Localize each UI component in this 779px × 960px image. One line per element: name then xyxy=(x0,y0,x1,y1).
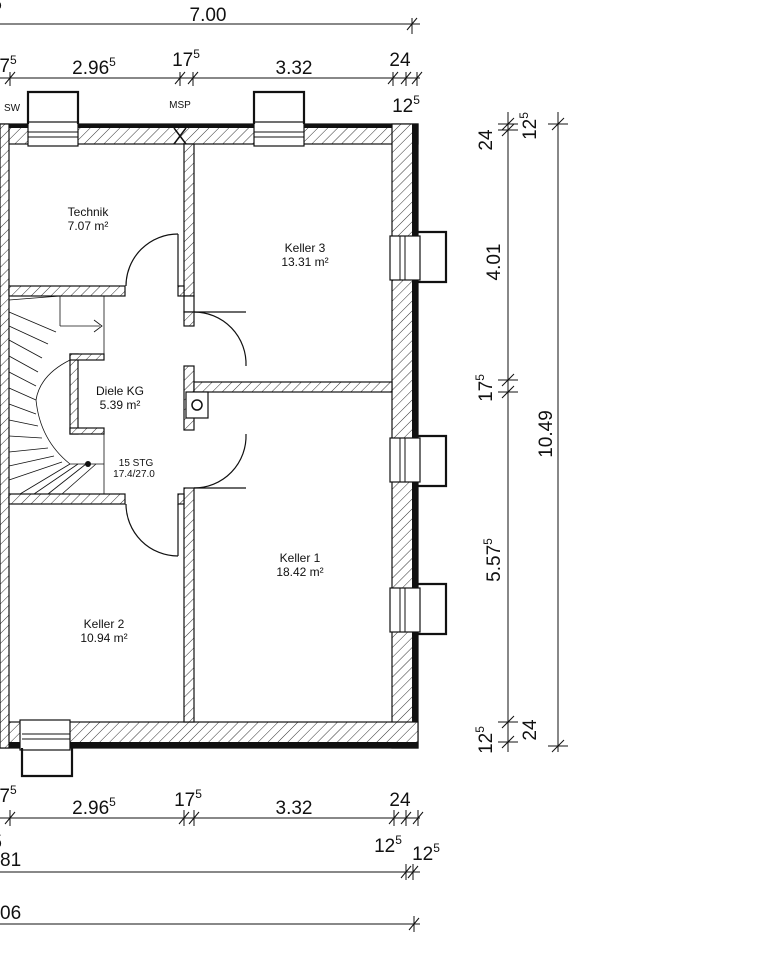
dim-top-overall: 7.00 xyxy=(190,5,227,26)
dim-bottom-row2-left: 5 xyxy=(0,832,2,853)
light-wells xyxy=(20,90,448,778)
window-sills xyxy=(22,131,406,740)
dim-bottom-row4-left: 06 xyxy=(0,903,21,924)
dim-bottom-row2-b: 125 xyxy=(412,841,440,865)
dim-right-seg1b-sup: 5 xyxy=(517,112,531,119)
dim-right-seg4-sup: 5 xyxy=(481,538,495,545)
dim-right-seg1b: 125 xyxy=(517,112,541,140)
dim-right-seg3-main: 17 xyxy=(476,381,497,402)
dim-top-seg3: 175 xyxy=(172,47,200,71)
room-diele-area: 5.39 m² xyxy=(100,398,141,412)
right-dimension-lines xyxy=(498,112,568,753)
dim-right-seg5-sup: 5 xyxy=(473,726,487,733)
doors xyxy=(125,233,247,557)
dim-right-seg1b-main: 12 xyxy=(520,119,541,140)
dim-top-corner-sup: 5 xyxy=(413,93,420,107)
dim-right-seg3-sup: 5 xyxy=(473,374,487,381)
dim-bottom-seg1-main: 7 xyxy=(0,786,10,807)
room-keller1-name: Keller 1 xyxy=(280,551,321,565)
dim-bottom-seg1-sup: 5 xyxy=(10,783,17,797)
dim-bottom-row2-b-main: 12 xyxy=(412,844,433,865)
dim-bottom-seg5: 24 xyxy=(389,790,411,811)
room-diele-name: Diele KG xyxy=(96,384,144,398)
dim-bottom-seg4: 3.32 xyxy=(276,798,313,819)
room-keller2-area: 10.94 m² xyxy=(80,631,127,645)
dim-top-seg1-sup: 5 xyxy=(10,53,17,67)
staircase xyxy=(8,295,105,495)
dim-right-seg3: 175 xyxy=(473,374,497,402)
dim-bottom-seg3: 175 xyxy=(174,787,202,811)
msp-marker xyxy=(173,127,187,145)
room-technik-name: Technik xyxy=(68,205,110,219)
dim-top-left-partial: 5 xyxy=(0,0,2,15)
dim-right-seg5: 125 xyxy=(473,726,497,754)
dim-top-seg1-main: 7 xyxy=(0,56,10,77)
dim-right-seg4: 5.575 xyxy=(481,538,505,582)
dim-top-seg2: 2.965 xyxy=(72,55,116,79)
dim-bottom-seg2: 2.965 xyxy=(72,795,116,819)
bottom-dimension-lines xyxy=(0,810,424,932)
stair-start-dot xyxy=(85,461,91,467)
room-keller1-area: 18.42 m² xyxy=(276,565,323,579)
dim-right-seg2: 4.01 xyxy=(484,244,505,281)
dim-top-seg3-sup: 5 xyxy=(193,47,200,61)
room-technik-area: 7.07 m² xyxy=(68,219,109,233)
dim-bottom-seg1: 75 xyxy=(0,783,17,807)
dim-top-seg2-main: 2.96 xyxy=(72,58,109,79)
dim-bottom-row2-a: 125 xyxy=(374,833,402,857)
dim-bottom-seg2-main: 2.96 xyxy=(72,798,109,819)
room-keller2-name: Keller 2 xyxy=(84,617,125,631)
dim-bottom-row2-b-sup: 5 xyxy=(433,841,440,855)
top-dimension-lines xyxy=(0,17,423,86)
dim-top-seg3-main: 17 xyxy=(172,50,193,71)
dim-bottom-row2-a-main: 12 xyxy=(374,836,395,857)
interior-walls xyxy=(8,143,393,723)
dim-bottom-seg2-sup: 5 xyxy=(109,795,116,809)
dim-top-seg5: 24 xyxy=(389,50,411,71)
label-sw: SW xyxy=(4,103,21,114)
dim-right-overall: 10.49 xyxy=(536,410,557,458)
dim-bottom-seg3-sup: 5 xyxy=(195,787,202,801)
room-keller3-area: 13.31 m² xyxy=(281,255,328,269)
dim-right-seg1: 24 xyxy=(476,129,497,151)
stairs-steps: 15 STG xyxy=(119,458,154,469)
chimney xyxy=(185,391,209,419)
room-keller3-name: Keller 3 xyxy=(285,241,326,255)
dim-top-seg1: 75 xyxy=(0,53,17,77)
dim-top-corner: 125 xyxy=(392,93,420,117)
dim-top-corner-main: 12 xyxy=(392,96,413,117)
exterior-walls xyxy=(0,123,419,749)
label-msp: MSP xyxy=(169,100,191,111)
dim-bottom-seg3-main: 17 xyxy=(174,790,195,811)
dim-bottom-row3-left: 81 xyxy=(0,850,21,871)
dim-top-seg4: 3.32 xyxy=(276,58,313,79)
dim-top-seg2-sup: 5 xyxy=(109,55,116,69)
stairs-ratio: 17.4/27.0 xyxy=(113,469,155,480)
dim-bottom-row2-a-sup: 5 xyxy=(395,833,402,847)
dim-right-seg5-main: 12 xyxy=(476,733,497,754)
dim-right-seg6: 24 xyxy=(520,719,541,741)
dim-right-seg4-main: 5.57 xyxy=(484,545,505,582)
